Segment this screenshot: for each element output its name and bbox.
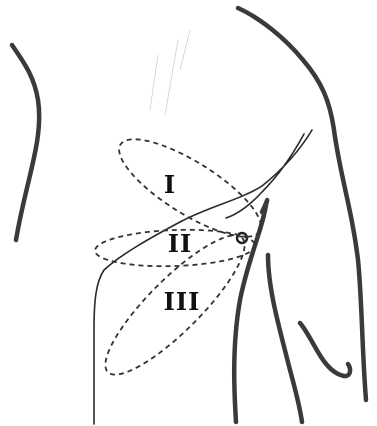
faint-sketch-line [150, 30, 190, 115]
lateral-chest-line [268, 255, 302, 422]
level-3-label: III [164, 287, 201, 316]
breast-fold [300, 323, 350, 376]
level-1-label: I [164, 170, 176, 199]
shoulder-outline [238, 8, 366, 400]
arm-outline [12, 45, 39, 240]
level-2-label: II [168, 229, 192, 258]
pectoral-fold [94, 130, 312, 424]
